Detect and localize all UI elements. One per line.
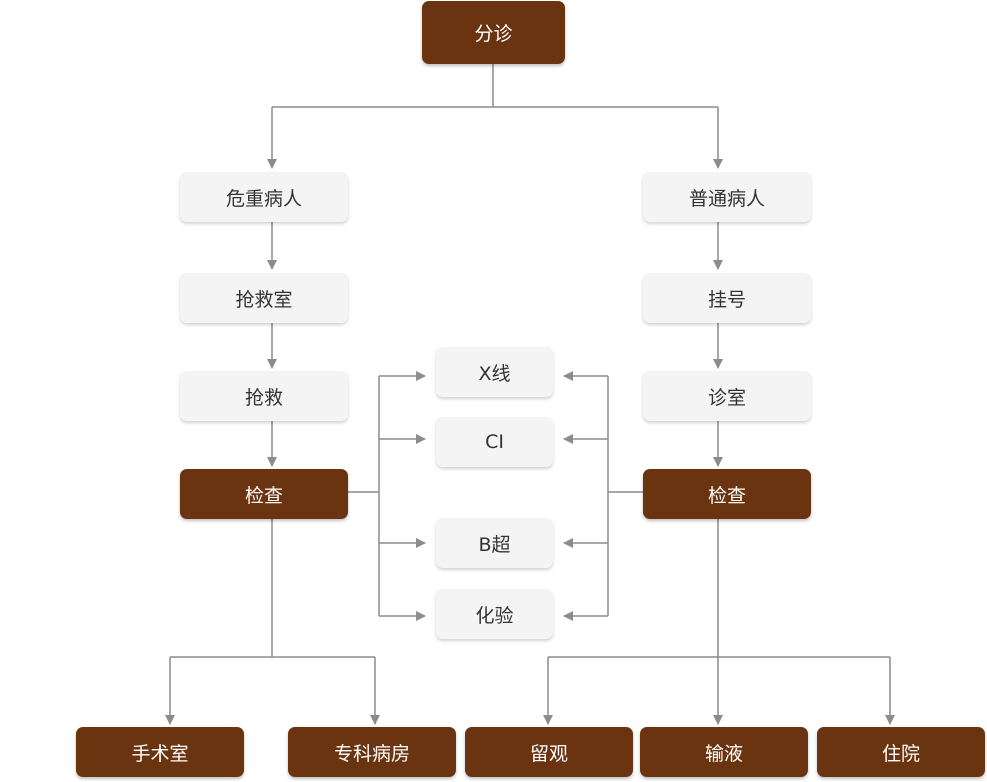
node-rescue: 抢救 (180, 371, 348, 421)
node-regular-patient: 普通病人 (643, 172, 811, 222)
node-emergency-room: 抢救室 (180, 273, 348, 323)
node-triage: 分诊 (422, 1, 565, 64)
node-ct: CI (436, 417, 553, 467)
node-operating-room: 手术室 (76, 727, 244, 777)
node-exam-left: 检查 (180, 469, 348, 519)
node-exam-right: 检查 (643, 469, 811, 519)
edge-exam-left-split (170, 519, 375, 658)
edge-exam-right-split (548, 519, 890, 658)
node-hospitalization: 住院 (817, 727, 985, 777)
node-clinic: 诊室 (643, 371, 811, 421)
edge-exam-right-bus (607, 376, 643, 616)
node-ultrasound: B超 (436, 518, 553, 568)
edge-exam-left-bus (348, 376, 380, 616)
node-xray: X线 (436, 347, 553, 397)
node-lab-test: 化验 (436, 589, 553, 639)
node-observation: 留观 (465, 727, 633, 777)
node-infusion: 输液 (640, 727, 808, 777)
node-registration: 挂号 (643, 273, 811, 323)
node-specialist-ward: 专科病房 (288, 727, 456, 777)
node-critical-patient: 危重病人 (180, 172, 348, 222)
edge-triage-split (272, 64, 718, 108)
